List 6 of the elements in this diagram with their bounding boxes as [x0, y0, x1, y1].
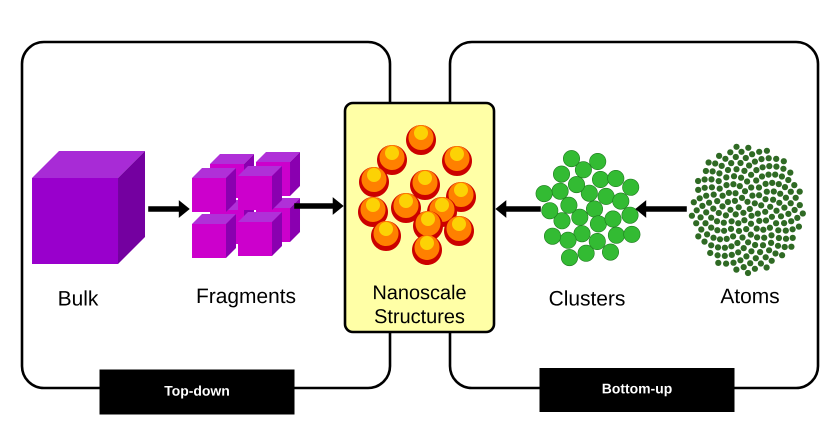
node-label: Clusters — [550, 290, 625, 306]
label-bar: Top-down — [100, 370, 294, 414]
label-bar: Bottom-up — [540, 368, 734, 412]
node-label: Fragments — [198, 288, 296, 308]
node-label: Bulk — [59, 290, 98, 306]
node-label: Atoms — [720, 288, 779, 304]
